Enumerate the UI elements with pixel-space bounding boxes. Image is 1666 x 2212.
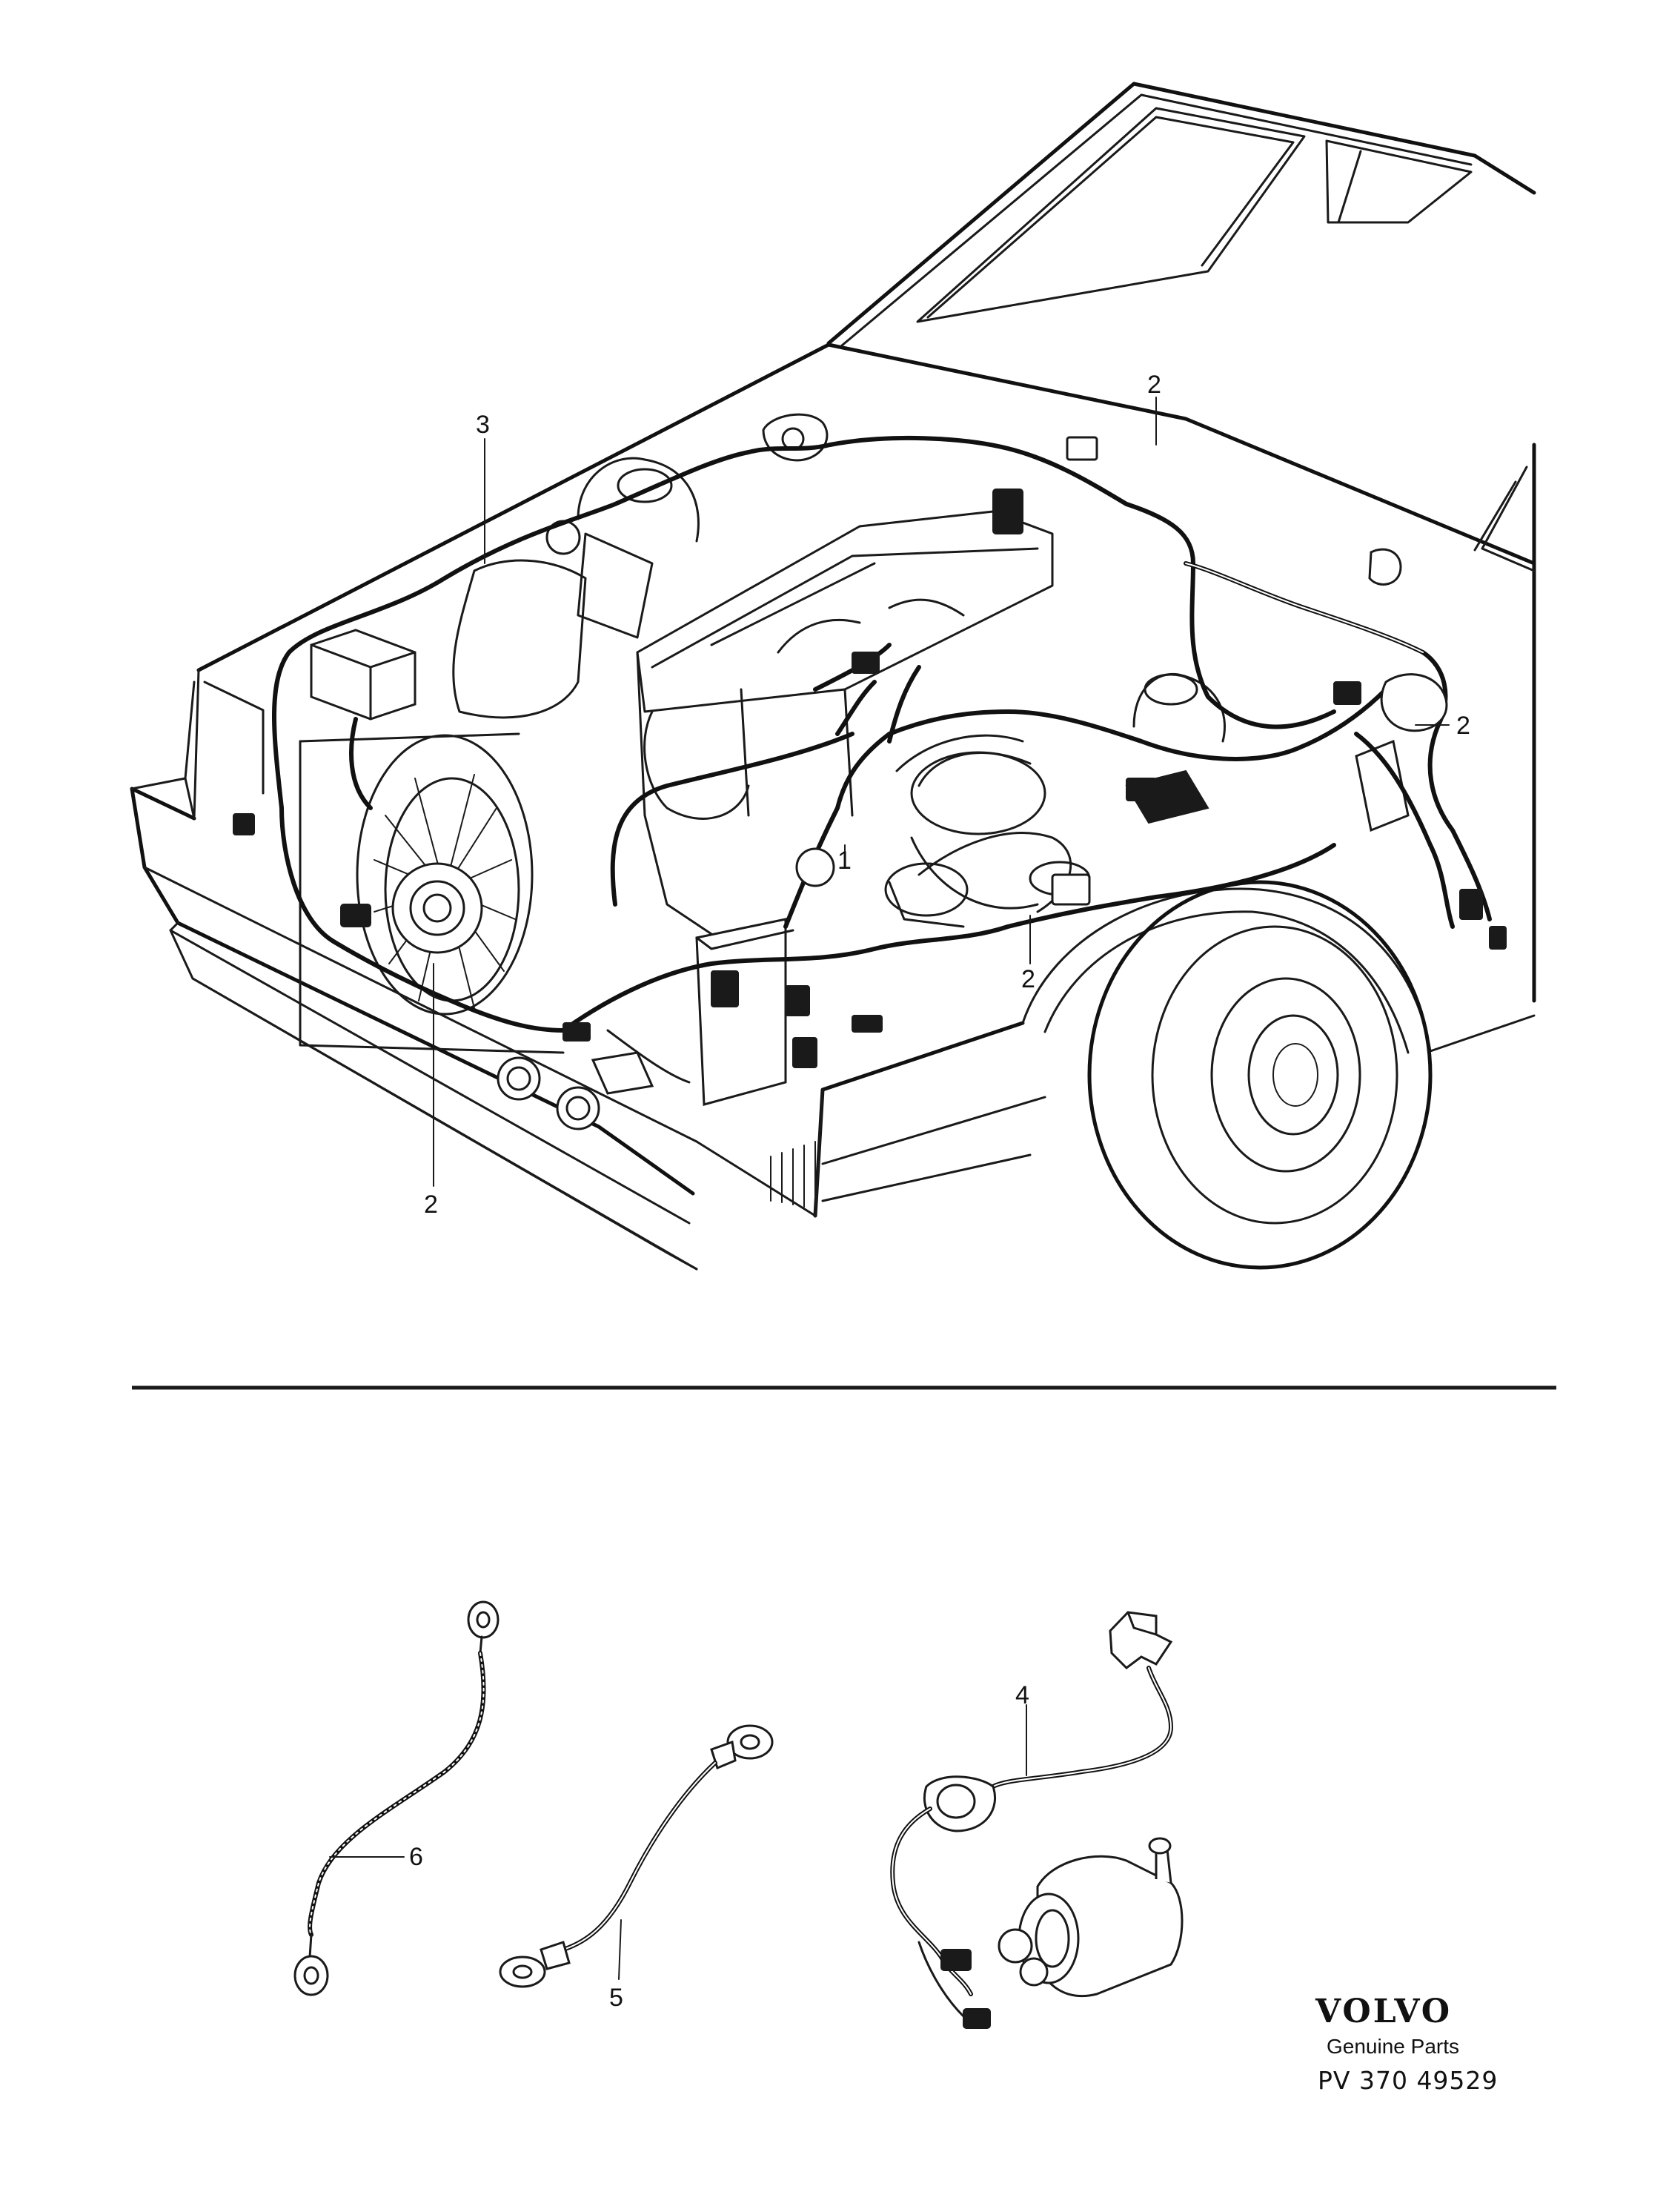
callout-ground-cable: 5 [609,1984,623,2012]
brand-block: VOLVO Genuine Parts PV 370 49529 [1315,1993,1498,2095]
callout-top-harness-bottom: 2 [424,1191,438,1219]
top-callout-leaders [433,397,1450,1187]
callout-pump-cable: 4 [1015,1681,1029,1709]
diagram-code: PV 370 49529 [1318,2066,1498,2095]
brand-logo: VOLVO [1315,1993,1452,2030]
callout-top-harness-right: 2 [1456,712,1470,740]
callout-top-harness-center: 1 [837,847,852,875]
callout-top-harness-wheel: 2 [1021,965,1035,993]
callout-ground-strap-braided: 6 [409,1843,423,1871]
front-wheel [1087,880,1433,1270]
braided-ground-strap [293,1600,500,1996]
brand-subtitle: Genuine Parts [1327,2035,1459,2058]
ground-cable [499,1724,774,1988]
callout-top-harness-main: 2 [1147,371,1161,399]
engine [310,413,1410,1130]
windshield [826,82,1536,347]
wiring-harness [233,435,1507,1068]
engine-bay-illustration [130,82,1536,1271]
callout-top-harness-left: 3 [476,411,490,439]
radiator-fan [299,732,565,1054]
pump-cable-assembly [890,1611,1184,2029]
car-body [130,342,1536,1271]
